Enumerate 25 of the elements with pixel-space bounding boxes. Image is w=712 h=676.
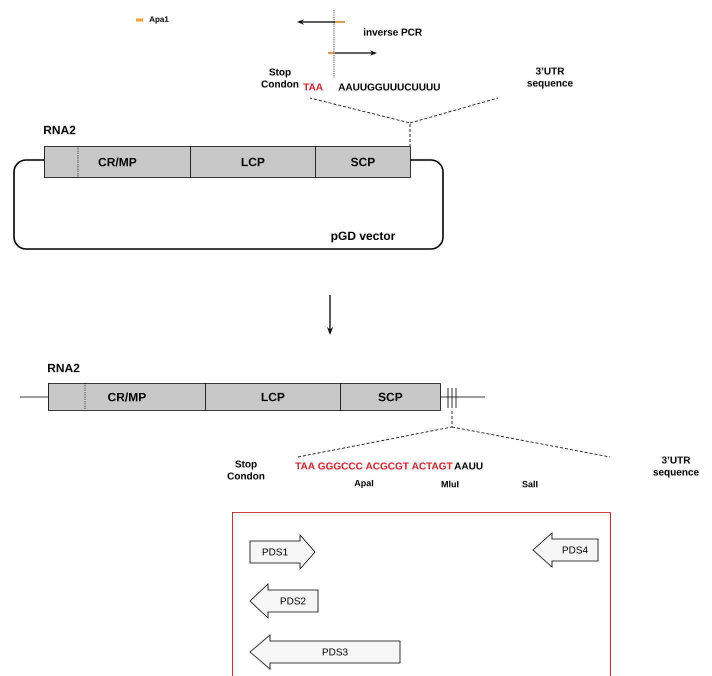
annotation-text: Stop Condon [262, 68, 298, 88]
annotation-text: 3’UTR sequence [527, 67, 573, 89]
legend-text: Apa1 [149, 16, 169, 24]
site-label: MluI [442, 480, 458, 488]
annotation-text: 3’UTR sequence [653, 456, 699, 478]
gene-segment: LCP [205, 383, 341, 411]
annotation-text: inverse PCR [364, 28, 422, 36]
construct-label: RNA2 [44, 126, 76, 134]
site-label: SalI [522, 480, 538, 488]
gene-segment: SCP [315, 146, 411, 178]
site-label: ApaI [354, 480, 374, 488]
sequence-text: TAA [303, 84, 323, 90]
construct-label: RNA2 [48, 364, 80, 372]
gene-block: PDS1 [250, 534, 316, 570]
annotation-text: Stop Condon [228, 460, 264, 480]
gene-segment: LCP [190, 146, 316, 178]
gene-segment: SCP [340, 383, 441, 411]
sequence-text: AAUU [454, 462, 482, 470]
sequence-text: TAA GGGCCC ACGCGT ACTAGT [295, 462, 452, 470]
gene-segment: CR/MP [44, 146, 191, 178]
gene-block: PDS4 [532, 532, 598, 568]
gene-block: PDS3 [249, 634, 400, 670]
gene-segment: CR/MP [48, 382, 206, 411]
sequence-text: AAUUGGUUUCUUUU [338, 83, 440, 91]
gene-block: PDS2 [249, 583, 318, 619]
